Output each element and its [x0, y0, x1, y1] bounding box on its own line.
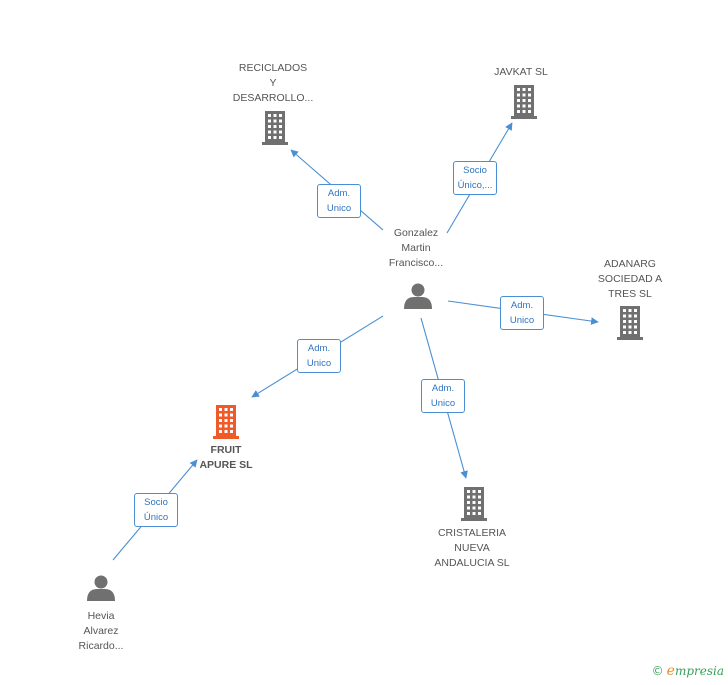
building-icon-reciclados[interactable]: [262, 111, 288, 145]
building-icon-adanarg[interactable]: [617, 306, 643, 340]
person-icon-hevia[interactable]: [87, 575, 115, 602]
edge-label-hevia-to-fruit[interactable]: Socio Único: [134, 493, 178, 527]
node-label-hevia[interactable]: Hevia Alvarez Ricardo...: [78, 610, 124, 652]
copyright-symbol: ©: [651, 664, 664, 678]
node-label-reciclados[interactable]: RECICLADOS Y DESARROLLO...: [232, 62, 314, 104]
building-icon-cristaleria[interactable]: [461, 487, 487, 521]
building-icon-fruit[interactable]: [213, 405, 239, 439]
brand-name: mpresia: [674, 664, 724, 678]
brand-initial: e: [666, 663, 675, 679]
edge-label-gonzalez-to-cristaleria[interactable]: Adm. Unico: [421, 379, 465, 413]
node-label-cristaleria[interactable]: CRISTALERIA NUEVA ANDALUCIA SL: [434, 527, 510, 569]
node-label-javkat[interactable]: JAVKAT SL: [494, 66, 548, 78]
building-icon-javkat[interactable]: [511, 85, 537, 119]
node-label-fruit[interactable]: FRUIT APURE SL: [199, 444, 253, 471]
person-icon-gonzalez[interactable]: [404, 283, 432, 310]
empresia-logo[interactable]: ©empresia: [652, 663, 724, 679]
node-label-adanarg[interactable]: ADANARG SOCIEDAD A TRES SL: [597, 258, 663, 300]
node-label-gonzalez[interactable]: Gonzalez Martin Francisco...: [388, 227, 444, 269]
edge-label-gonzalez-to-adanarg[interactable]: Adm. Unico: [500, 296, 544, 330]
edge-label-gonzalez-to-fruit[interactable]: Adm. Unico: [297, 339, 341, 373]
edge-label-gonzalez-to-reciclados[interactable]: Adm. Unico: [317, 184, 361, 218]
edge-label-gonzalez-to-javkat[interactable]: Socio Único,...: [453, 161, 497, 195]
